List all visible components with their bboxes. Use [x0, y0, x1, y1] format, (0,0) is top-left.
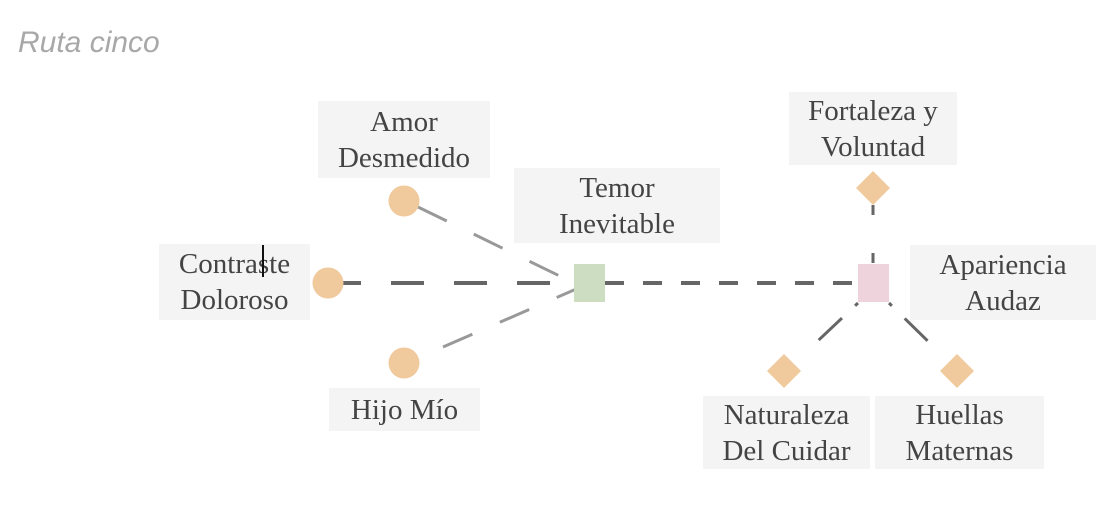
label-huellas: Huellas Maternas: [875, 396, 1044, 469]
node-apariencia-square[interactable]: [858, 264, 889, 302]
node-hijo-circle[interactable]: [388, 347, 420, 379]
edges: [328, 205, 941, 354]
label-naturaleza: Naturaleza Del Cuidar: [703, 396, 870, 469]
node-naturaleza-diamond[interactable]: [767, 354, 801, 388]
node-fortaleza-diamond[interactable]: [856, 171, 890, 205]
label-temor: Temor Inevitable: [514, 168, 720, 243]
edge-apariencia-huellas: [887, 301, 941, 354]
node-temor-square[interactable]: [574, 264, 605, 302]
edge-apariencia-naturaleza: [804, 301, 860, 354]
label-contraste: Contraste Doloroso: [159, 244, 310, 320]
label-apariencia: Apariencia Audaz: [910, 245, 1096, 320]
node-contraste-circle[interactable]: [312, 267, 344, 299]
node-amor-circle[interactable]: [388, 185, 420, 217]
label-fortaleza: Fortaleza y Voluntad: [789, 92, 957, 165]
node-huellas-diamond[interactable]: [940, 354, 974, 388]
edge-hijo-temor: [442, 281, 591, 349]
diagram-title: Ruta cinco: [18, 26, 160, 59]
label-amor: Amor Desmedido: [318, 101, 490, 178]
edge-amor-temor: [417, 205, 575, 285]
label-hijo: Hijo Mío: [329, 388, 480, 431]
text-cursor: [262, 245, 264, 277]
